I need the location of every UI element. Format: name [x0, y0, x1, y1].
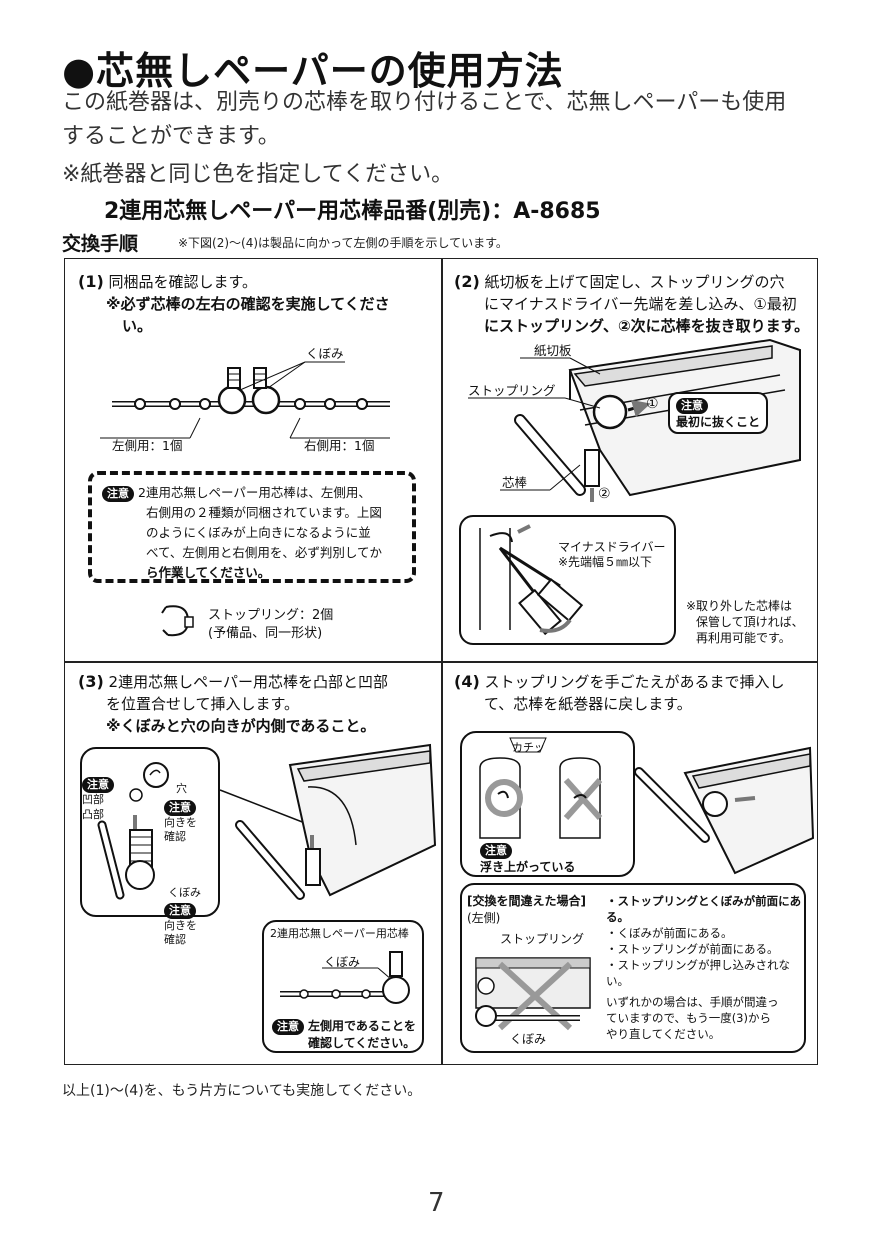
step3-left-labels: 注意 凹部 凸部 — [82, 777, 118, 823]
step1-kubomi-label: くぼみ — [306, 346, 344, 361]
wrong-case-illustration — [475, 957, 591, 1031]
stop-ring-sub: (予備品、同一形状) — [208, 626, 323, 641]
step3-inset-caution: 注意左側用であることを 確認してください。 — [272, 1018, 416, 1051]
step3-check-bottom: 注意 向きを確認 — [164, 903, 197, 947]
click-label: カチッ — [512, 741, 545, 754]
wrong-case-heading: [交換を間違えた場合] (左側) — [467, 894, 586, 925]
step2-caution-box: 注意 最初に抜くこと — [668, 392, 768, 434]
driver-label: マイナスドライバー — [558, 540, 666, 554]
step4-correct-wrong-illustration — [479, 737, 603, 839]
stop-ring-label: ストップリング：2個 — [208, 608, 334, 623]
procedure-heading: 交換手順 — [62, 233, 139, 255]
step2-ring-label: ストップリング — [468, 383, 556, 398]
model-number: 2連用芯無しペーパー用芯棒品番(別売)：A-8685 — [104, 199, 601, 224]
step2-mark-1: ① — [646, 396, 659, 412]
step3-check-top: 注意 向きを確認 — [164, 800, 197, 844]
step2-core-label: 芯棒 — [502, 475, 528, 490]
step2-reuse-note: ※取り外した芯棒は 保管して頂ければ、 再利用可能です。 — [686, 599, 804, 646]
step4-text: (4) ストップリングを手ごたえがあるまで挿入し て、芯棒を紙巻器に戻します。 — [454, 672, 785, 713]
stop-ring-icon — [161, 605, 194, 637]
intro-line-2: することができます。 — [62, 124, 280, 149]
step3-inset-kubomi: くぼみ — [324, 955, 361, 969]
page-number: 7 — [428, 1188, 445, 1218]
step4-float-caution: 注意 浮き上がっている — [480, 843, 576, 874]
divider-horizontal — [64, 661, 818, 663]
step1-right-label: 右側用：1個 — [304, 438, 375, 453]
wrong-kubomi-label: くぼみ — [510, 1032, 547, 1046]
step1-core-rods-illustration — [100, 361, 390, 439]
step3-inset-title: 2連用芯無しペーパー用芯棒 — [270, 927, 409, 940]
page-title: ●芯無しペーパーの使用方法 — [62, 49, 564, 93]
step1-text: (1) 同梱品を確認します。 ※必ず芯棒の左右の確認を実施してくださ い。 — [78, 272, 390, 335]
intro-line-1: この紙巻器は、別売りの芯棒を取り付けることで、芯無しペーパーも使用 — [62, 90, 787, 115]
step1-left-label: 左側用：1個 — [112, 438, 183, 453]
wrong-ring-label: ストップリング — [500, 932, 585, 946]
step2-mark-2: ② — [598, 486, 611, 502]
step3-hole-label: 穴 — [176, 782, 187, 795]
footer-note: 以上(1)〜(4)を、もう片方についても実施してください。 — [62, 1083, 422, 1099]
step2-text: (2) 紙切板を上げて固定し、ストップリングの穴 にマイナスドライバー先端を差し… — [454, 272, 810, 335]
step3-core-detail — [97, 762, 169, 900]
screwdriver-illustration — [479, 524, 584, 636]
step3-inset-rod — [280, 951, 410, 1004]
caution-badge: 注意 — [102, 486, 134, 502]
wrong-case-bullets: ・ストップリングとくぼみが前面にある。 ・くぼみが前面にある。 ・ストップリング… — [606, 894, 802, 1041]
driver-sub: ※先端幅５㎜以下 — [558, 555, 653, 569]
intro-line-3: ※紙巻器と同じ色を指定してください。 — [62, 162, 454, 187]
step4-holder-illustration — [634, 746, 815, 875]
step3-kubomi-label: くぼみ — [168, 886, 201, 899]
step3-text: (3) 2連用芯無しペーパー用芯棒を凸部と凹部 を位置合せして挿入します。 ※く… — [78, 672, 388, 735]
step3-holder-illustration — [219, 743, 437, 900]
procedure-note: ※下図(2)〜(4)は製品に向かって左側の手順を示しています。 — [178, 236, 508, 250]
step2-cutter-label: 紙切板 — [534, 343, 572, 358]
